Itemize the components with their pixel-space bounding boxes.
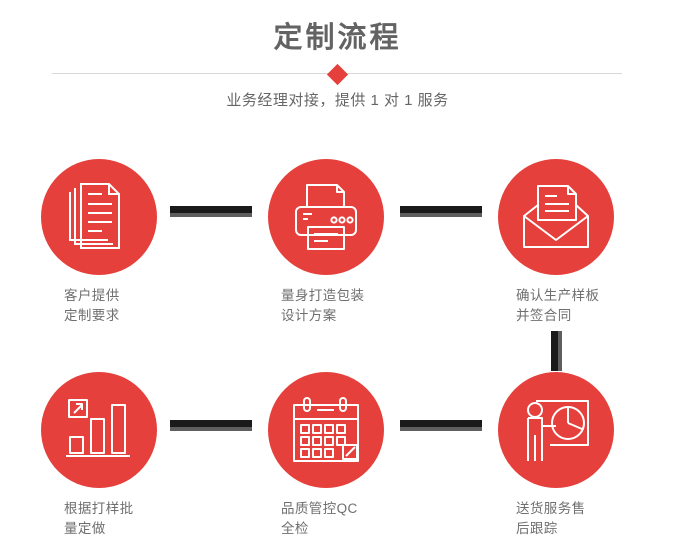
presenter-pie-chart-icon xyxy=(527,400,589,461)
connector-step3-step6 xyxy=(551,331,562,371)
process-step-2[interactable] xyxy=(268,159,384,275)
connector-bar xyxy=(400,420,482,427)
step-1-label: 客户提供 定制要求 xyxy=(64,288,120,323)
printer-icon xyxy=(295,184,357,250)
step-4-circle[interactable] xyxy=(41,372,157,488)
step-5-label: 品质管控QC 全检 xyxy=(281,501,358,536)
calendar-icon xyxy=(293,397,359,462)
step-3-label: 确认生产样板 并签合同 xyxy=(516,288,600,323)
open-envelope-letter-icon xyxy=(523,185,589,248)
connector-step2-step3 xyxy=(400,206,482,217)
step-5-circle[interactable] xyxy=(268,372,384,488)
step-6-label: 送货服务售 后跟踪 xyxy=(516,501,586,536)
connector-shadow xyxy=(400,213,482,217)
connector-step1-step2 xyxy=(170,206,252,217)
process-step-4[interactable] xyxy=(41,372,157,488)
divider xyxy=(52,63,622,85)
connector-shadow xyxy=(558,331,562,371)
page-subtitle: 业务经理对接，提供 1 对 1 服务 xyxy=(226,92,449,109)
diamond-icon xyxy=(326,63,348,85)
connector-shadow xyxy=(400,427,482,431)
step-3-circle[interactable] xyxy=(498,159,614,275)
step-6-circle[interactable] xyxy=(498,372,614,488)
connector-shadow xyxy=(170,213,252,217)
connector-bar xyxy=(551,331,558,371)
connector-step5-step6 xyxy=(400,420,482,431)
page-title: 定制流程 xyxy=(273,22,402,54)
documents-stack-icon xyxy=(69,183,120,249)
connector-bar xyxy=(170,206,252,213)
step-1-circle[interactable] xyxy=(41,159,157,275)
process-step-5[interactable] xyxy=(268,372,384,488)
process-step-6[interactable] xyxy=(498,372,614,488)
step-2-label: 量身打造包装 设计方案 xyxy=(281,288,365,323)
connector-step4-step5 xyxy=(170,420,252,431)
process-step-1[interactable] xyxy=(41,159,157,275)
connector-bar xyxy=(400,206,482,213)
step-4-label: 根据打样批 量定做 xyxy=(64,501,134,536)
bar-chart-growth-icon xyxy=(66,399,130,457)
step-2-circle[interactable] xyxy=(268,159,384,275)
connector-bar xyxy=(170,420,252,427)
connector-shadow xyxy=(170,427,252,431)
process-step-3[interactable] xyxy=(498,159,614,275)
